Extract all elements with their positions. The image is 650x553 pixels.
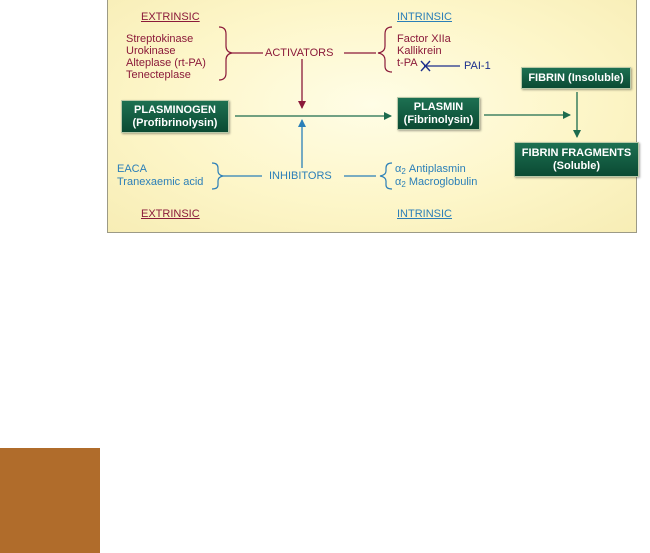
pai-1-label: PAI-1 [464,60,491,72]
activator-item: Alteplase (rt-PA) [126,57,206,69]
activator-item: Streptokinase [126,33,194,45]
inhibitor-item: Tranexaemic acid [117,176,204,188]
fibrin-fragments-title: FIBRIN FRAGMENTS [521,146,632,159]
fibrin-fragments-box: FIBRIN FRAGMENTS (Soluble) [514,142,639,177]
inhibitor-item: EACA [117,163,147,175]
activator-item: Factor XIIa [397,33,451,45]
extrinsic-top-label: EXTRINSIC [141,11,200,23]
activator-item: Kallikrein [397,45,442,57]
block-x-icon [420,60,431,72]
fibrin-insoluble-box: FIBRIN (Insoluble) [521,67,631,89]
plasminogen-subtitle: (Profibrinolysin) [132,116,218,129]
intrinsic-inhibitors-bracket [379,162,393,190]
plasmin-subtitle: (Fibrinolysin) [403,113,474,126]
brown-accent-block [0,448,100,553]
connector-lines [211,26,581,190]
extrinsic-inhibitors-list: EACA Tranexaemic acid [117,163,203,189]
extrinsic-bottom-label: EXTRINSIC [141,208,200,220]
extrinsic-activators-bracket [218,26,233,81]
fibrin-box-title: FIBRIN (Insoluble) [528,71,624,84]
activators-label: ACTIVATORS [265,47,334,59]
plasmin-box: PLASMIN (Fibrinolysin) [397,97,480,130]
inhibitors-label: INHIBITORS [269,170,332,182]
intrinsic-bottom-label: INTRINSIC [397,208,452,220]
extrinsic-activators-list: Streptokinase Urokinase Alteplase (rt-PA… [126,33,206,81]
inhibitor-item-antiplasmin: α2 Antiplasmin [395,163,466,176]
activator-item: Tenecteplase [126,69,191,81]
intrinsic-inhibitors-list: α2 Antiplasmin α2 Macroglobulin [395,163,477,189]
activator-item: Urokinase [126,45,176,57]
intrinsic-top-label: INTRINSIC [397,11,452,23]
inhibitor-item-macroglobulin: α2 Macroglobulin [395,176,478,189]
intrinsic-activators-list: Factor XIIa Kallikrein t-PA [397,33,451,69]
fibrin-fragments-subtitle: (Soluble) [552,159,601,172]
plasmin-title: PLASMIN [413,100,464,113]
plasminogen-title: PLASMINOGEN [134,103,216,116]
diagram-panel: EXTRINSIC INTRINSIC Streptokinase Urokin… [107,0,639,233]
activator-item: t-PA [397,57,418,69]
extrinsic-inhibitors-bracket [211,162,224,190]
intrinsic-activators-bracket [377,26,393,73]
plasminogen-box: PLASMINOGEN (Profibrinolysin) [121,100,229,133]
